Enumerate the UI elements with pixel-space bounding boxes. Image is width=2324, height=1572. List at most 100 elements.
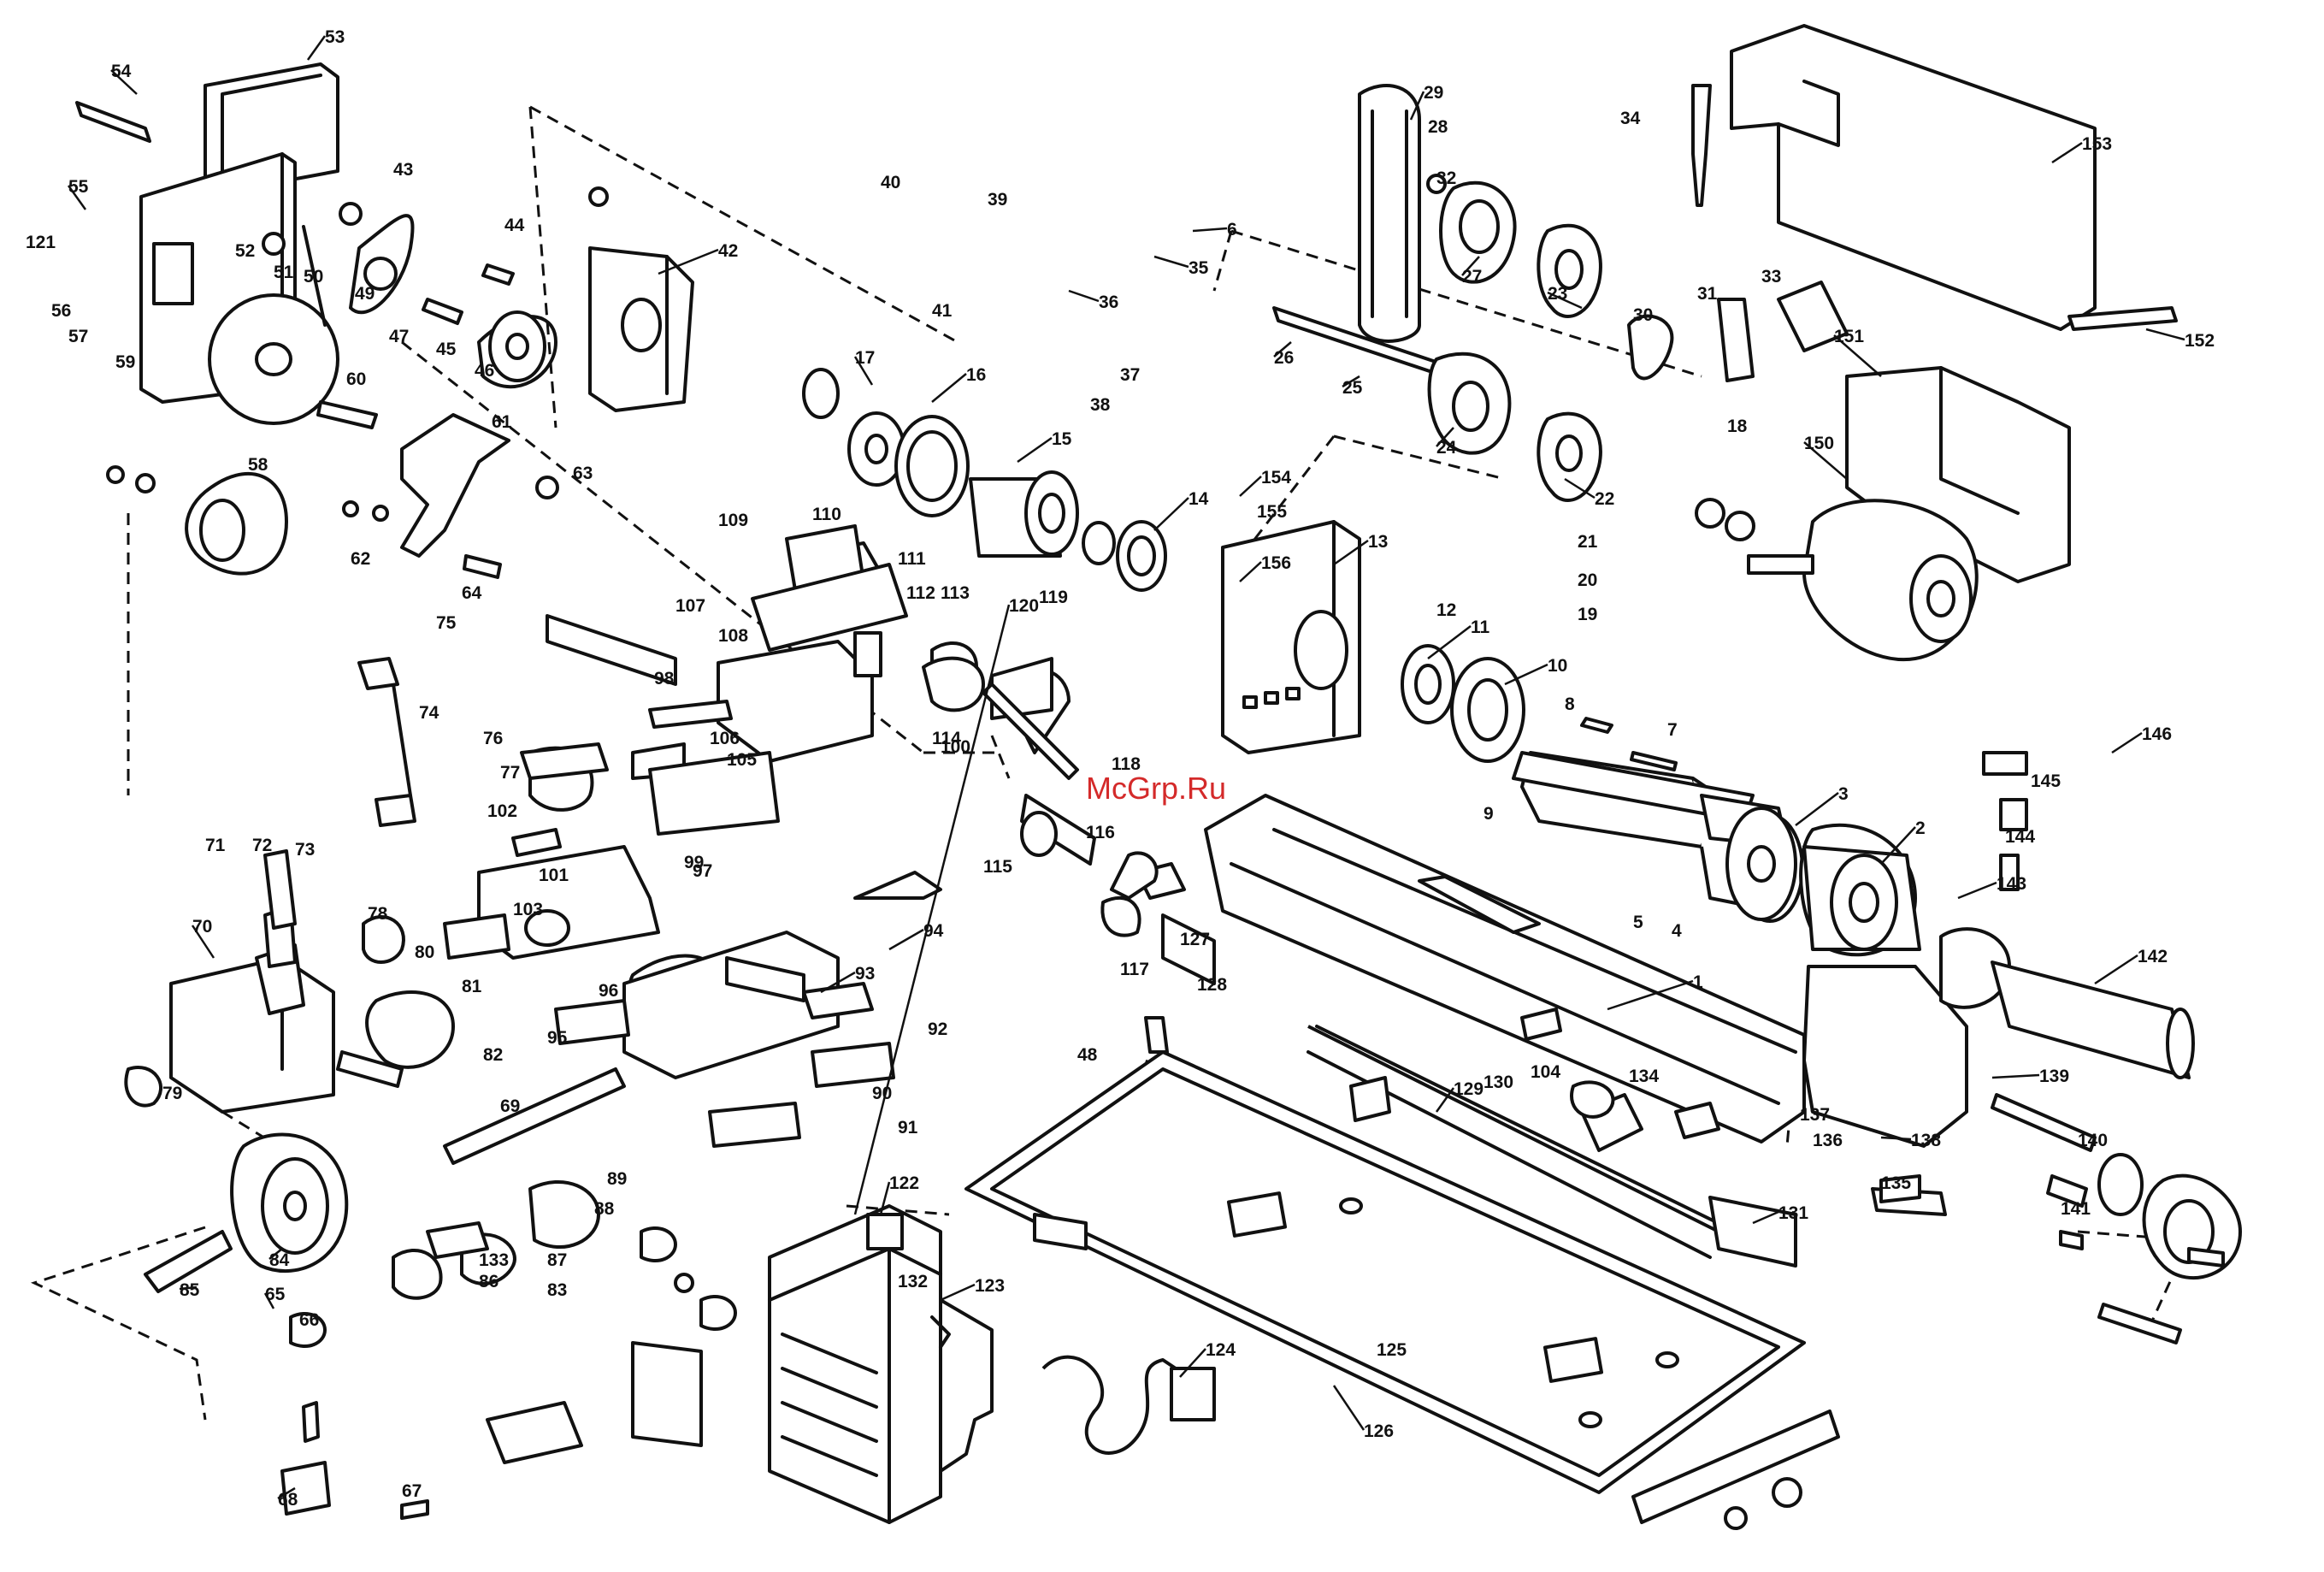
part-label-77: 77 [500, 763, 520, 783]
part-label-101: 101 [539, 866, 569, 885]
leader-line-122 [879, 1181, 891, 1215]
part-label-59: 59 [115, 352, 135, 372]
part-label-10: 10 [1548, 656, 1567, 676]
part-label-46: 46 [475, 361, 494, 381]
part-label-135: 135 [1881, 1173, 1911, 1193]
leader-line-93 [820, 971, 856, 994]
leader-line-152 [2145, 328, 2185, 341]
part-label-54: 54 [111, 62, 132, 81]
leader-line-65 [263, 1292, 275, 1309]
part-label-78: 78 [368, 904, 388, 924]
leader-line-129 [1435, 1087, 1455, 1113]
part-label-42: 42 [718, 241, 738, 261]
watermark: McGrp.Ru [1086, 771, 1226, 806]
leader-line-2 [1880, 826, 1916, 865]
part-label-24: 24 [1436, 438, 1457, 458]
pulley-belt-assembly [1272, 84, 1602, 502]
part-label-7: 7 [1667, 720, 1678, 740]
part-label-91: 91 [898, 1118, 918, 1138]
leader-line-14 [1153, 497, 1189, 531]
part-label-104: 104 [1531, 1062, 1560, 1082]
part-label-96: 96 [599, 981, 618, 1001]
part-label-41: 41 [932, 301, 953, 321]
part-label-64: 64 [462, 583, 482, 603]
part-label-56: 56 [51, 301, 71, 321]
part-label-43: 43 [393, 160, 413, 180]
part-label-31: 31 [1697, 284, 1718, 304]
part-label-155: 155 [1257, 502, 1287, 522]
part-label-156: 156 [1261, 553, 1291, 573]
part-label-37: 37 [1120, 365, 1140, 385]
part-label-117: 117 [1120, 960, 1149, 979]
part-label-30: 30 [1633, 305, 1653, 325]
leader-line-146 [2111, 731, 2143, 754]
part-label-133: 133 [479, 1250, 509, 1270]
part-label-131: 131 [1778, 1203, 1808, 1223]
chip-tray [964, 1050, 1840, 1530]
leader-line-55 [67, 185, 87, 210]
part-label-66: 66 [299, 1310, 319, 1330]
leader-line-143 [1957, 881, 1997, 900]
leader-line-17 [853, 356, 874, 386]
part-label-3: 3 [1838, 784, 1849, 804]
part-label-19: 19 [1578, 605, 1597, 624]
leader-line-150 [1803, 441, 1848, 480]
leader-line-26 [1273, 341, 1292, 358]
electrical-control-box [486, 1204, 1216, 1524]
part-label-136: 136 [1813, 1131, 1843, 1150]
part-label-112: 112 [906, 583, 935, 603]
part-label-27: 27 [1462, 267, 1482, 287]
part-label-55: 55 [68, 177, 89, 197]
part-label-98: 98 [654, 669, 675, 688]
part-label-35: 35 [1189, 258, 1209, 278]
leader-line-70 [191, 925, 215, 959]
part-label-86: 86 [479, 1272, 498, 1291]
leader-line-23 [1547, 291, 1583, 310]
part-label-38: 38 [1090, 395, 1111, 415]
cross-slide-assembly [546, 524, 1079, 780]
part-label-45: 45 [436, 340, 457, 359]
leader-line-27 [1461, 256, 1480, 276]
leader-line-36 [1068, 289, 1100, 303]
part-label-1: 1 [1693, 972, 1703, 992]
part-label-21: 21 [1578, 532, 1598, 552]
leader-line-85 [179, 1285, 198, 1291]
part-label-152: 152 [2185, 331, 2215, 351]
part-label-70: 70 [192, 917, 212, 937]
leader-line-154 [1239, 476, 1262, 497]
tailstock-assembly [1802, 751, 2242, 1344]
part-label-118: 118 [1112, 754, 1141, 774]
part-label-2: 2 [1915, 819, 1926, 838]
part-label-81: 81 [462, 977, 482, 996]
leader-line-1 [1607, 979, 1694, 1011]
part-label-76: 76 [483, 729, 503, 748]
part-label-68: 68 [278, 1490, 298, 1510]
part-label-129: 129 [1454, 1079, 1483, 1099]
part-label-17: 17 [855, 348, 875, 368]
part-label-65: 65 [265, 1285, 286, 1304]
leader-line-35 [1153, 255, 1189, 269]
part-label-88: 88 [594, 1199, 615, 1219]
part-number-labels: 1234567891011121314151617181920212223242… [26, 27, 2215, 1510]
part-label-124: 124 [1206, 1340, 1236, 1360]
part-label-14: 14 [1189, 489, 1209, 509]
leader-line-142 [2094, 954, 2138, 985]
part-label-67: 67 [402, 1481, 422, 1501]
part-label-99: 99 [684, 853, 704, 872]
part-label-71: 71 [205, 836, 226, 855]
part-label-106: 106 [710, 729, 740, 748]
apron-lower-left-assembly [124, 905, 626, 1520]
part-label-23: 23 [1548, 284, 1567, 304]
part-label-13: 13 [1368, 532, 1388, 552]
part-label-62: 62 [351, 549, 370, 569]
part-label-48: 48 [1077, 1045, 1098, 1065]
leader-line-153 [2051, 141, 2083, 164]
part-label-116: 116 [1086, 823, 1115, 842]
part-label-138: 138 [1911, 1131, 1941, 1150]
part-label-92: 92 [928, 1019, 947, 1039]
part-label-73: 73 [295, 840, 315, 860]
part-label-20: 20 [1578, 570, 1597, 590]
part-label-89: 89 [607, 1169, 627, 1189]
leader-line-10 [1504, 663, 1548, 686]
part-label-6: 6 [1227, 220, 1237, 239]
